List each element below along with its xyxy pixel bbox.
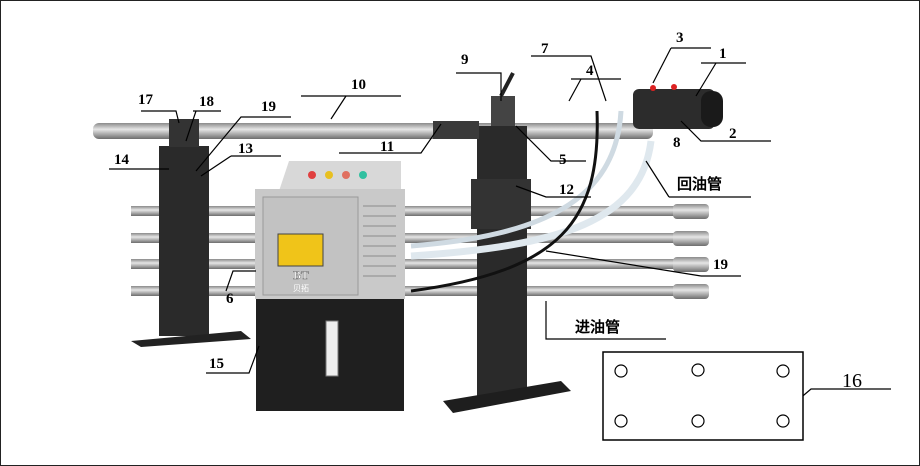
return-hose bbox=[410, 140, 655, 260]
label-17: 17 bbox=[138, 92, 154, 108]
svg-text:贝拓: 贝拓 bbox=[293, 283, 309, 293]
label-18: 18 bbox=[199, 94, 214, 110]
label-15: 15 bbox=[209, 356, 224, 372]
warning-label bbox=[277, 233, 324, 267]
label-1: 1 bbox=[719, 46, 727, 62]
label-12: 12 bbox=[559, 182, 574, 198]
lower-tubes bbox=[131, 204, 709, 299]
label-5: 5 bbox=[559, 152, 567, 168]
return-hose-2 bbox=[410, 110, 624, 249]
label-19-right: 19 bbox=[713, 257, 728, 273]
hydraulic-cabinet: BT 贝拓 bbox=[255, 161, 405, 411]
head-unit bbox=[633, 84, 723, 129]
label-7: 7 bbox=[541, 41, 549, 57]
logo: BT bbox=[293, 268, 309, 282]
label-8: 8 bbox=[673, 135, 681, 151]
label-2: 2 bbox=[729, 126, 737, 142]
label-9: 9 bbox=[461, 52, 469, 68]
left-pillar bbox=[131, 119, 251, 347]
mounting-plate bbox=[602, 351, 804, 441]
label-3: 3 bbox=[676, 30, 684, 46]
label-16: 16 bbox=[842, 370, 862, 392]
label-14: 14 bbox=[114, 152, 130, 168]
label-6: 6 bbox=[226, 291, 234, 307]
return-pipe-label: 回油管 bbox=[677, 175, 722, 193]
label-13: 13 bbox=[238, 141, 253, 157]
label-19-left: 19 bbox=[261, 99, 276, 115]
middle-pillar bbox=[433, 72, 571, 413]
inlet-pipe-label: 进油管 bbox=[575, 318, 620, 336]
label-4: 4 bbox=[586, 63, 594, 79]
leader-lines bbox=[109, 47, 891, 407]
label-10: 10 bbox=[351, 77, 366, 93]
label-11: 11 bbox=[380, 139, 394, 155]
inlet-hose bbox=[410, 110, 599, 293]
